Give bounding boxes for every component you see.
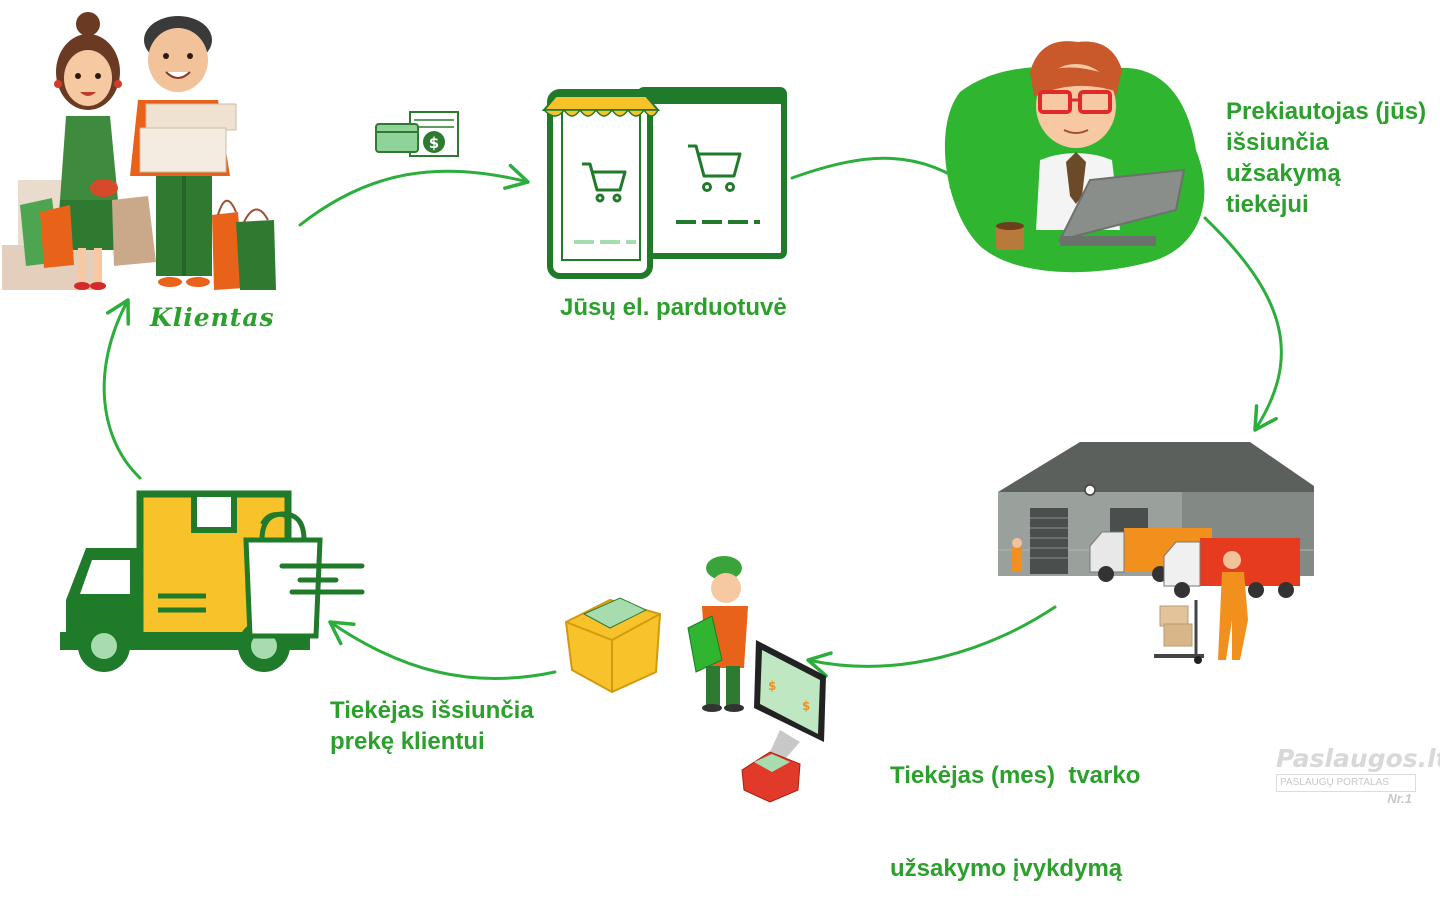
- arrow-client-to-shop: [298, 163, 530, 227]
- supplier-label-line: užsakymo įvykdymą: [890, 855, 1123, 882]
- merchant-label-line: Prekiautojas (jūs): [1226, 98, 1427, 125]
- shipping-label: Tiekėjas išsiunčia prekę klientui: [330, 695, 534, 757]
- online-shop-illustration: [541, 87, 787, 279]
- supplier-label-line: Tiekėjas (mes) tvarko: [890, 762, 1141, 789]
- cart-icon: [688, 144, 742, 192]
- supplier-label: Tiekėjas (mes) tvarko užsakymo įvykdymą: [890, 698, 1140, 915]
- client-label: Klientas: [150, 303, 275, 332]
- watermark-tagline-text: PASLAUGŲ PORTALAS: [1280, 777, 1389, 788]
- dropshipping-cycle-diagram: $: [2, 12, 1314, 803]
- supplier-illustration: $ $: [564, 556, 826, 803]
- merchant-label-line: išsiunčia: [1226, 129, 1329, 156]
- arrow-supplier-to-shipping: [328, 620, 557, 681]
- delivery-truck-illustration: [60, 490, 365, 672]
- watermark-badge: Nr.1: [1387, 791, 1412, 806]
- svg-text:$: $: [768, 679, 776, 693]
- shipping-label-line: prekę klientui: [330, 728, 485, 755]
- merchant-label-line: tiekėjui: [1226, 191, 1309, 218]
- svg-text:$: $: [429, 134, 439, 152]
- warehouse-illustration: [998, 442, 1314, 664]
- cart-icon: [582, 162, 627, 203]
- svg-text:$: $: [802, 699, 810, 713]
- watermark: Paslaugos.lt PASLAUGŲ PORTALAS Nr.1: [1276, 744, 1440, 807]
- payment-icon: $: [375, 111, 459, 157]
- arrow-merchant-to-warehouse: [1203, 216, 1283, 432]
- watermark-tagline: PASLAUGŲ PORTALAS Nr.1: [1276, 774, 1416, 806]
- merchant-label-line: užsakymą: [1226, 160, 1341, 187]
- watermark-logo: Paslaugos.lt: [1276, 744, 1440, 773]
- merchant-label: Prekiautojas (jūs) išsiunčia užsakymą ti…: [1226, 96, 1426, 220]
- online-shop-label: Jūsų el. parduotuvė: [560, 294, 787, 321]
- shipping-label-line: Tiekėjas išsiunčia: [330, 697, 534, 724]
- merchant-illustration: [944, 41, 1205, 273]
- arrow-shipping-to-client: [102, 298, 142, 480]
- arrow-warehouse-to-supplier: [806, 605, 1057, 678]
- client-illustration: [2, 12, 276, 290]
